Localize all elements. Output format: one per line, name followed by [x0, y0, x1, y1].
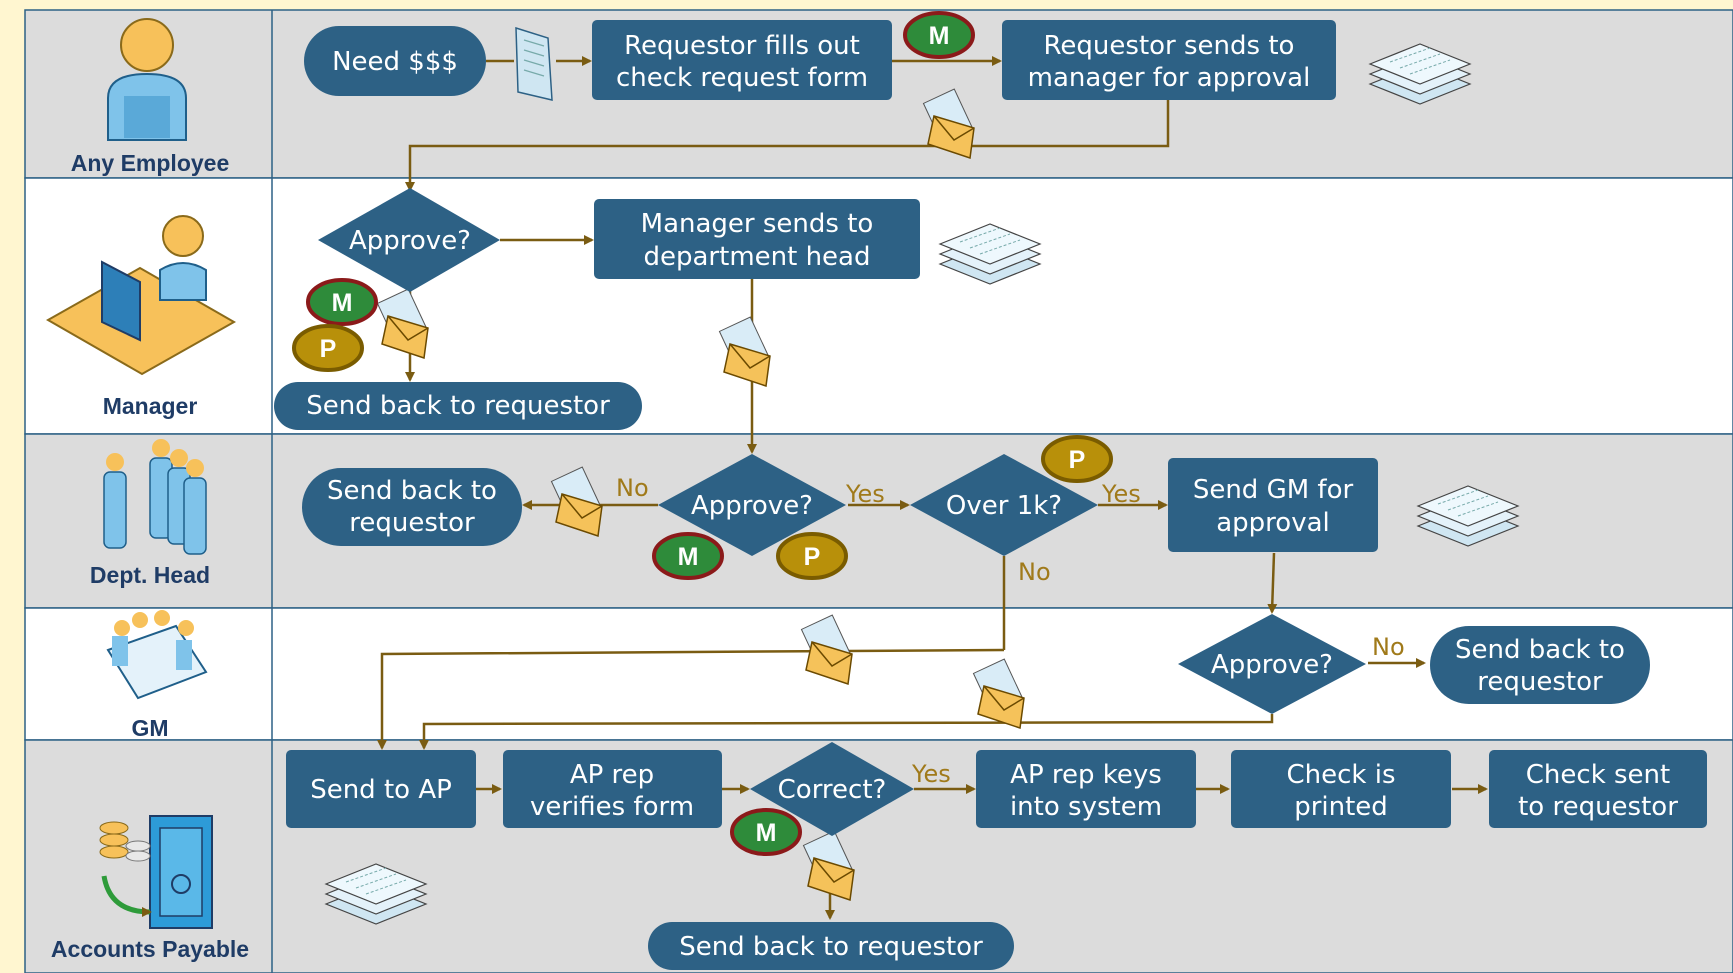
node-correct: Correct? — [750, 742, 914, 836]
svg-text:into system: into system — [1010, 792, 1162, 822]
lane-label-manager: Manager — [103, 393, 198, 419]
lane-label-accounts-payable: Accounts Payable — [51, 936, 249, 962]
edge-label-yes: Yes — [911, 760, 951, 788]
edge-label-yes: Yes — [1101, 480, 1141, 508]
node-ap-verify: AP rep verifies form — [503, 750, 722, 828]
node-mgr-send-head: Manager sends to department head — [594, 199, 920, 279]
node-ap-send-back: Send back to requestor — [648, 922, 1014, 970]
node-check-printed: Check is printed — [1231, 750, 1451, 828]
svg-text:check request form: check request form — [616, 63, 868, 93]
node-send-ap: Send to AP — [286, 750, 476, 828]
svg-text:Send back to: Send back to — [327, 476, 497, 506]
svg-text:M: M — [929, 22, 950, 50]
svg-text:Check sent: Check sent — [1526, 760, 1670, 790]
svg-text:Approve?: Approve? — [1211, 650, 1333, 680]
svg-text:department head: department head — [644, 242, 871, 272]
svg-text:Approve?: Approve? — [349, 226, 471, 256]
svg-text:AP rep: AP rep — [570, 760, 654, 790]
svg-text:to requestor: to requestor — [1518, 792, 1678, 822]
lane-label-any-employee: Any Employee — [71, 150, 230, 176]
svg-text:AP rep keys: AP rep keys — [1010, 760, 1162, 790]
svg-text:Need $$$: Need $$$ — [332, 47, 458, 77]
svg-text:manager for approval: manager for approval — [1028, 63, 1311, 93]
svg-text:Send to AP: Send to AP — [310, 775, 452, 805]
m-badge: M — [306, 278, 378, 326]
svg-text:P: P — [804, 543, 821, 571]
node-check-sent: Check sent to requestor — [1489, 750, 1707, 828]
node-over-1k: Over 1k? — [910, 454, 1098, 556]
lane-label-dept-head: Dept. Head — [90, 562, 210, 588]
p-badge: P — [292, 324, 364, 372]
node-send-gm: Send GM for approval — [1168, 458, 1378, 552]
svg-text:P: P — [1069, 446, 1086, 474]
node-mgr-approve: Approve? — [318, 188, 500, 292]
svg-text:Send GM for: Send GM for — [1193, 475, 1354, 505]
svg-text:verifies form: verifies form — [530, 792, 694, 822]
svg-text:Check is: Check is — [1286, 760, 1395, 790]
p-badge: P — [1041, 435, 1113, 483]
svg-text:M: M — [678, 543, 699, 571]
svg-text:printed: printed — [1294, 792, 1388, 822]
dept-head-group-icon — [103, 439, 207, 555]
svg-text:requestor: requestor — [1477, 667, 1603, 697]
svg-text:Requestor fills out: Requestor fills out — [624, 31, 860, 61]
edge-label-no: No — [1018, 558, 1051, 586]
svg-text:approval: approval — [1216, 508, 1330, 538]
node-head-send-back: Send back to requestor — [302, 468, 522, 546]
svg-text:Requestor sends to: Requestor sends to — [1044, 31, 1295, 61]
node-fill-form: Requestor fills out check request form — [592, 20, 892, 100]
edge-label-no: No — [1372, 633, 1405, 661]
node-gm-send-back: Send back to requestor — [1430, 626, 1650, 704]
svg-text:Manager sends to: Manager sends to — [641, 209, 874, 239]
svg-text:Send back to requestor: Send back to requestor — [679, 932, 983, 962]
m-badge: M — [730, 808, 802, 856]
node-ap-keys: AP rep keys into system — [976, 750, 1196, 828]
node-gm-approve: Approve? — [1178, 614, 1366, 714]
svg-text:Over 1k?: Over 1k? — [946, 491, 1062, 521]
node-head-approve: Approve? — [658, 454, 846, 556]
edge-label-yes: Yes — [845, 480, 885, 508]
manager-desk-icon — [45, 215, 237, 376]
form-document-icon — [515, 26, 553, 101]
employee-icon — [107, 18, 187, 141]
node-need-money: Need $$$ — [304, 26, 486, 96]
node-mgr-send-back: Send back to requestor — [274, 382, 642, 430]
p-badge: P — [776, 532, 848, 580]
gm-meeting-icon — [106, 610, 208, 700]
svg-text:Correct?: Correct? — [778, 775, 887, 805]
svg-text:P: P — [320, 335, 337, 363]
svg-text:M: M — [756, 819, 777, 847]
svg-text:Approve?: Approve? — [691, 491, 813, 521]
edge-label-no: No — [616, 474, 649, 502]
lane-label-gm: GM — [131, 715, 168, 741]
accounts-payable-safe-icon — [99, 815, 213, 929]
svg-text:M: M — [332, 289, 353, 317]
m-badge: M — [652, 532, 724, 580]
m-badge: M — [903, 11, 975, 59]
svg-text:requestor: requestor — [349, 508, 475, 538]
svg-text:Send back to requestor: Send back to requestor — [306, 391, 610, 421]
node-send-manager: Requestor sends to manager for approval — [1002, 20, 1336, 100]
svg-text:Send back to: Send back to — [1455, 635, 1625, 665]
